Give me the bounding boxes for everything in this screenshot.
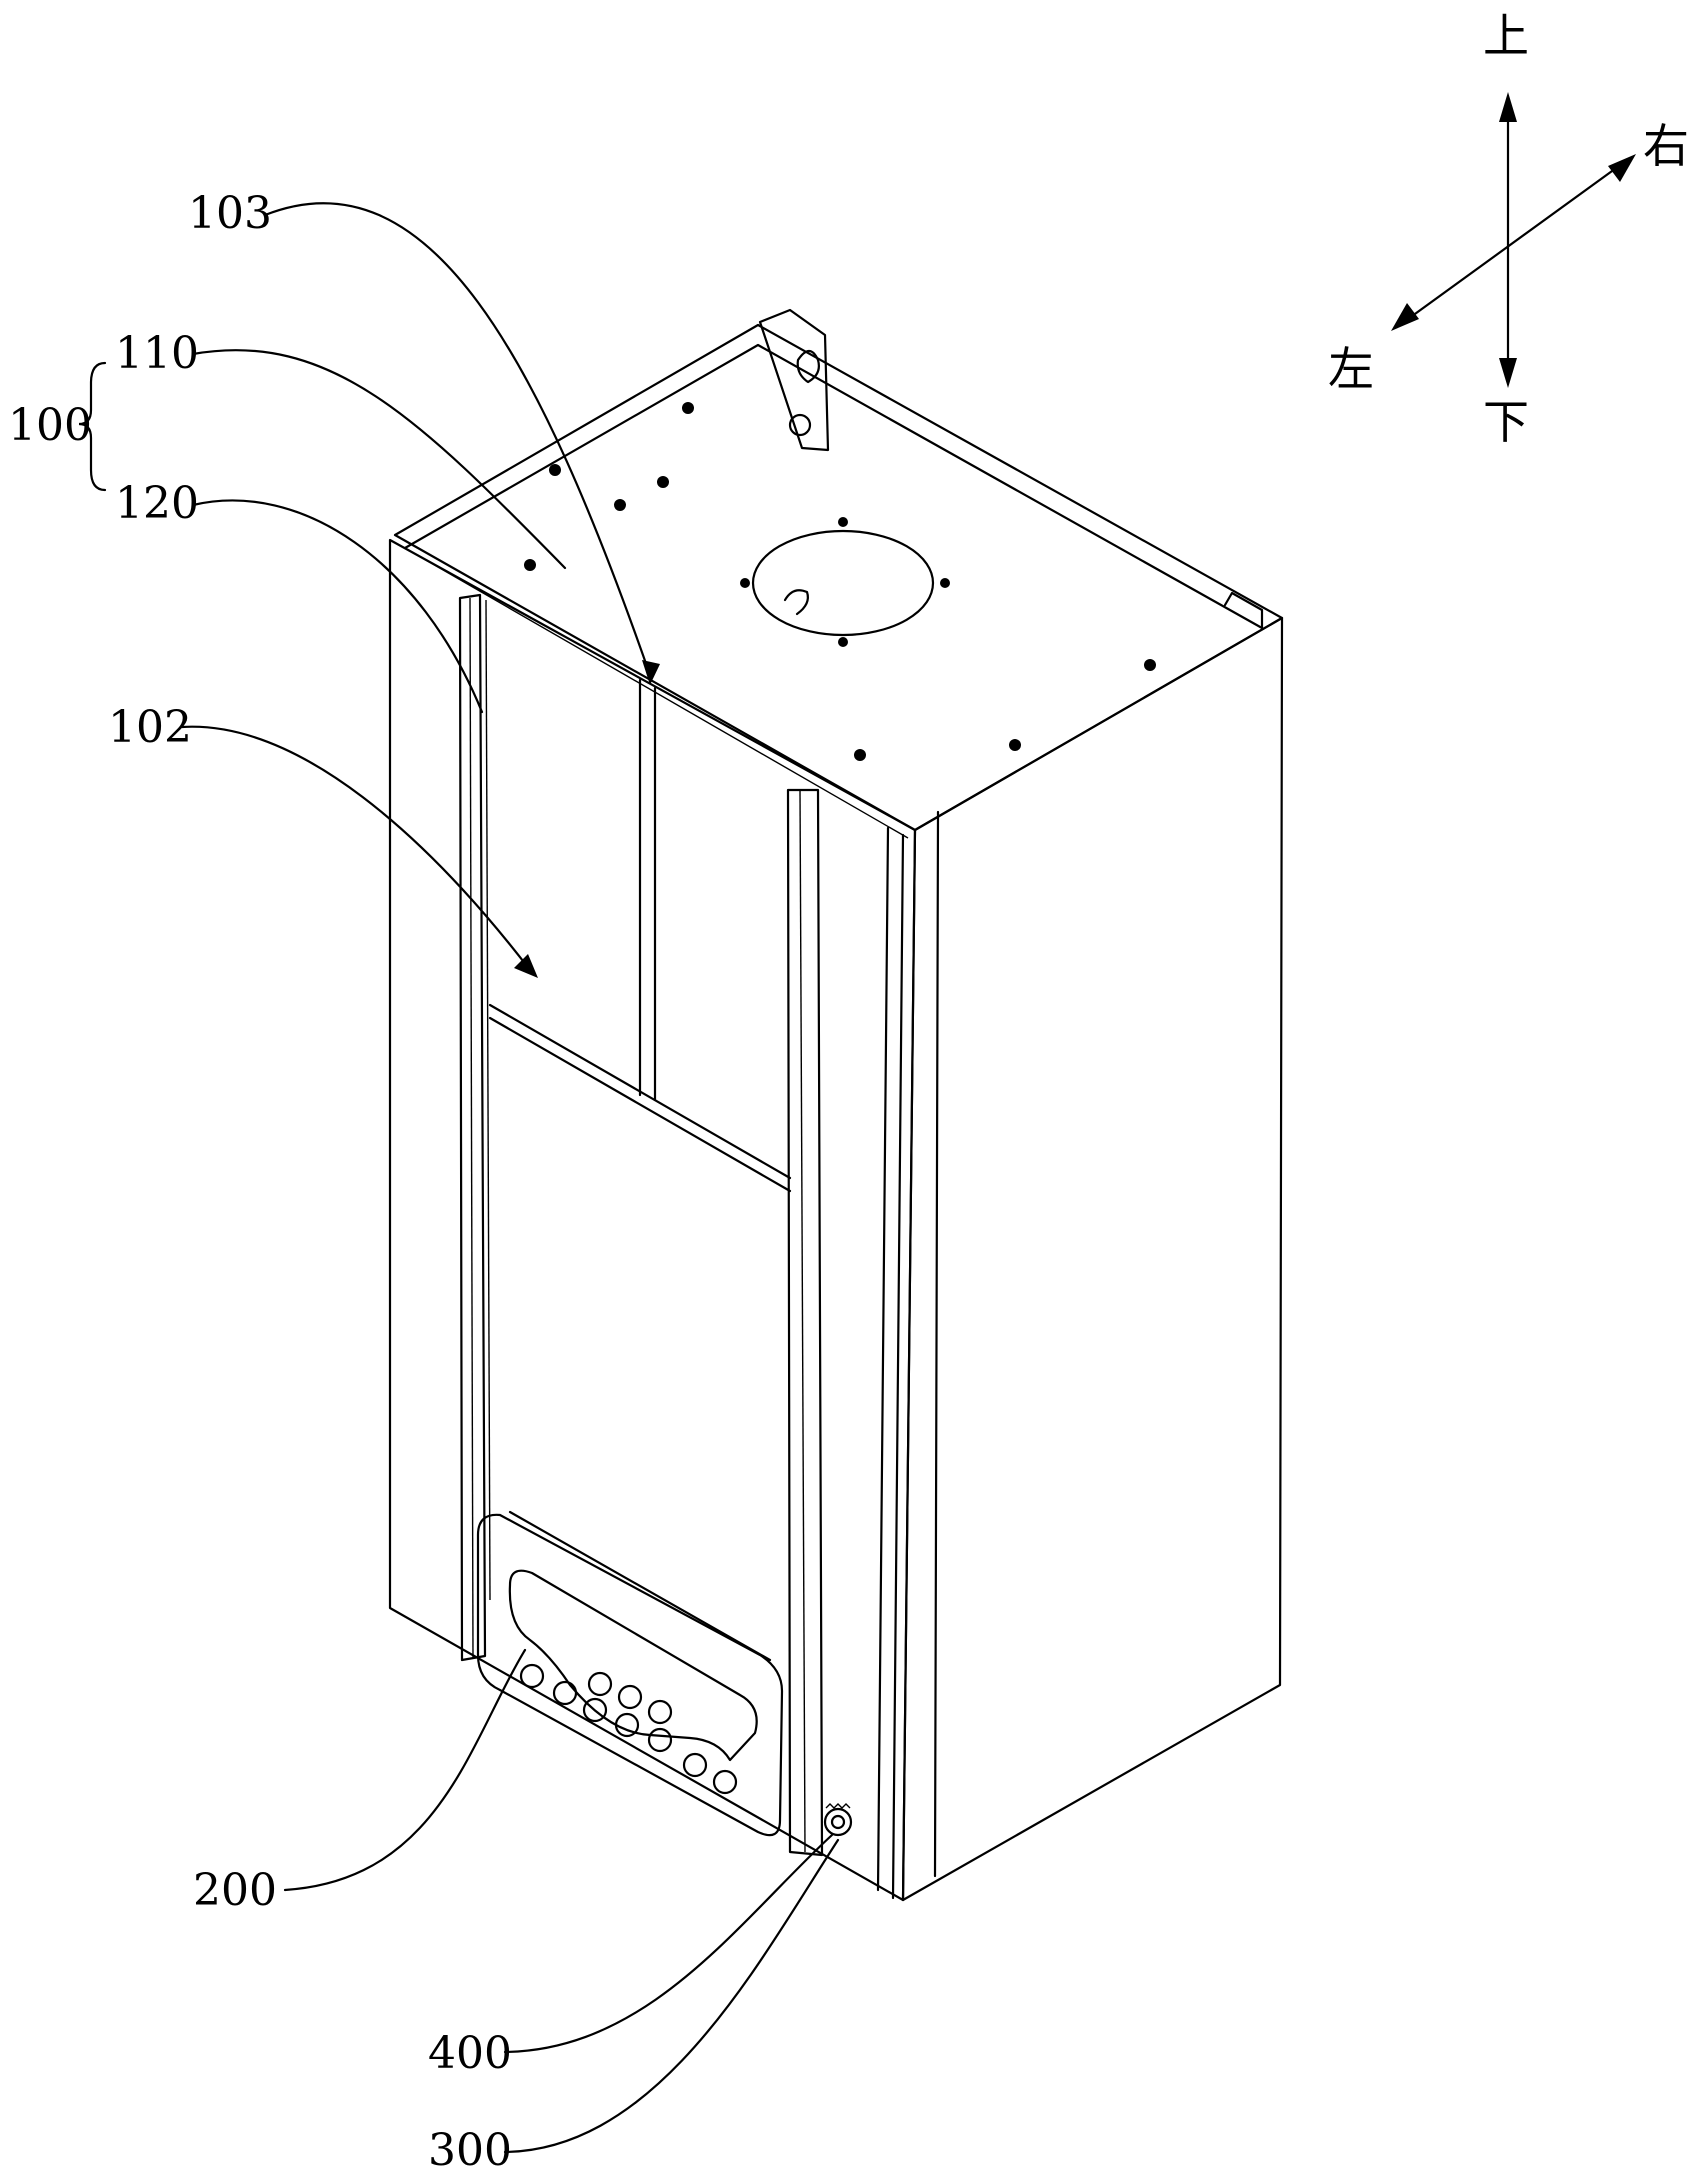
- top-panel-inner-edge: [405, 345, 1262, 628]
- arrow-102: [514, 954, 538, 978]
- left-arrowhead: [1391, 303, 1419, 331]
- label-102: 102: [108, 702, 192, 753]
- bracket-hole: [790, 415, 810, 435]
- display-window: [510, 1571, 757, 1760]
- housing: [390, 310, 1282, 1900]
- diagonal-axis: [1397, 158, 1630, 327]
- right-side-panel: [903, 618, 1282, 1900]
- top-hole: [854, 749, 866, 761]
- control-button: [521, 1665, 543, 1687]
- right-rail-line: [800, 790, 805, 1852]
- label-200: 200: [193, 1865, 277, 1916]
- top-hole: [682, 402, 694, 414]
- control-button: [714, 1771, 736, 1793]
- compass-right-label: 右: [1643, 119, 1689, 173]
- flue-hole: [940, 578, 950, 588]
- top-panel: [395, 325, 1282, 830]
- top-hole: [1009, 739, 1021, 751]
- leader-200: [285, 1650, 525, 1890]
- up-arrowhead: [1499, 92, 1517, 122]
- control-button: [684, 1754, 706, 1776]
- edge-strip: [893, 835, 903, 1898]
- top-hole: [657, 476, 669, 488]
- control-button: [589, 1673, 611, 1695]
- left-rail-line: [486, 600, 490, 1600]
- edge-strip: [935, 812, 938, 1876]
- label-103: 103: [188, 188, 272, 239]
- front-panel: [390, 540, 915, 1900]
- flue-hole: [838, 637, 848, 647]
- flue-tab: [785, 590, 808, 614]
- top-hole: [549, 464, 561, 476]
- label-400: 400: [428, 2028, 512, 2079]
- down-arrowhead: [1499, 358, 1517, 388]
- compass-left-label: 左: [1328, 342, 1374, 396]
- edge-strip: [878, 828, 888, 1890]
- orientation-compass: 上 下 左 右: [1328, 9, 1689, 449]
- control-button: [554, 1682, 576, 1704]
- flue-hole: [740, 578, 750, 588]
- right-rail: [788, 790, 822, 1855]
- reference-labels: 100 110 120 103 102 200 400 300: [8, 188, 512, 2169]
- leader-120: [193, 500, 482, 712]
- leader-400: [505, 1835, 832, 2052]
- top-hole: [614, 499, 626, 511]
- control-button: [619, 1686, 641, 1708]
- leader-300: [505, 1840, 838, 2152]
- leader-110: [193, 350, 565, 568]
- label-110: 110: [115, 328, 199, 379]
- label-300: 300: [428, 2125, 512, 2169]
- right-arrowhead: [1608, 154, 1636, 182]
- knob-core: [832, 1816, 844, 1828]
- control-panel-top-edge: [510, 1512, 770, 1660]
- knob: [825, 1809, 851, 1835]
- compass-up-label: 上: [1483, 9, 1529, 63]
- control-panel: [478, 1515, 782, 1835]
- control-button: [649, 1701, 671, 1723]
- compass-down-label: 下: [1483, 395, 1529, 449]
- label-100: 100: [8, 400, 92, 451]
- knob-teeth: [826, 1804, 850, 1808]
- label-120: 120: [115, 478, 199, 529]
- top-hole: [1144, 659, 1156, 671]
- control-button: [649, 1729, 671, 1751]
- leader-102: [182, 727, 530, 970]
- flue-hole: [838, 517, 848, 527]
- top-hole: [524, 559, 536, 571]
- flue-opening: [753, 531, 933, 635]
- control-button: [616, 1714, 638, 1736]
- left-rail-line: [470, 598, 473, 1658]
